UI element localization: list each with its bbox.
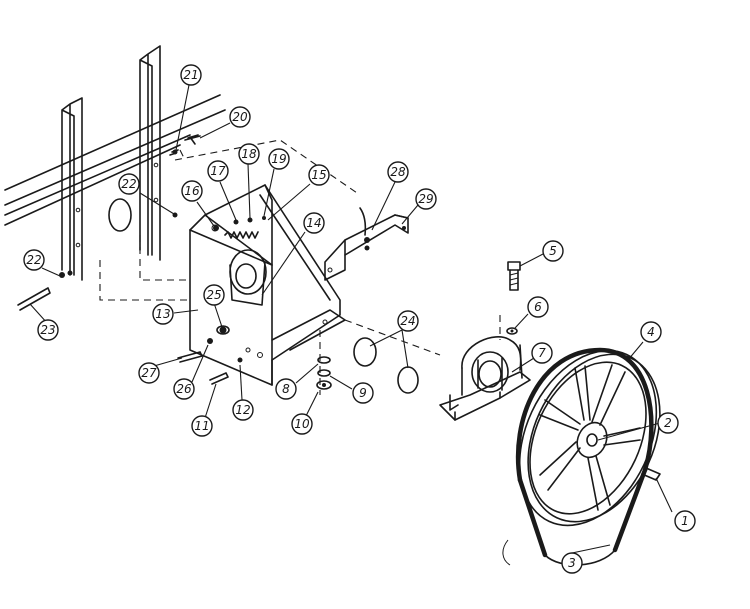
svg-text:16: 16 [184,184,200,198]
callout-25: 25 [203,284,225,306]
key [641,467,661,481]
svg-text:12: 12 [235,403,250,417]
callout-11: 11 [191,415,213,437]
svg-text:22: 22 [121,177,136,191]
callout-22-lower: 22 [23,249,45,271]
callout-13: 13 [152,303,174,325]
callout-3: 3 [561,552,583,574]
svg-text:26: 26 [176,382,192,396]
svg-text:7: 7 [538,346,546,360]
svg-text:17: 17 [210,164,226,178]
callout-26: 26 [173,378,195,400]
callout-29: 29 [415,188,437,210]
svg-text:25: 25 [206,288,221,302]
washers-nuts [316,356,332,390]
callout-20: 20 [229,106,251,128]
callout-15: 15 [308,164,330,186]
lower-bolts [177,325,243,385]
frame-hardware [59,134,201,278]
svg-text:18: 18 [241,147,257,161]
svg-text:19: 19 [271,152,286,166]
spring-hardware [213,216,266,239]
svg-text:9: 9 [359,386,367,400]
callout-8: 8 [275,378,297,400]
svg-text:1: 1 [681,514,689,528]
callout-21: 21 [180,64,202,86]
svg-text:22: 22 [26,253,41,267]
callout-24: 24 [397,310,419,332]
svg-text:8: 8 [282,382,290,396]
svg-text:28: 28 [390,165,406,179]
callout-18: 18 [238,143,260,165]
pin [17,287,51,311]
callout-4: 4 [640,321,662,343]
assembly-lines [99,139,501,395]
leader-lines [29,79,673,554]
callout-27: 27 [138,362,160,384]
callout-22-upper: 22 [118,173,140,195]
svg-text:3: 3 [568,556,576,570]
callout-2: 2 [657,412,679,434]
svg-text:4: 4 [647,325,655,339]
inner-bearing [229,249,267,306]
callout-6: 6 [527,296,549,318]
callout-5: 5 [542,240,564,262]
belt [502,347,654,566]
callout-1: 1 [674,510,696,532]
svg-text:2: 2 [664,416,672,430]
callout-10: 10 [291,413,313,435]
pillow-block [439,336,531,421]
callout-14: 14 [303,212,325,234]
frame-beam [4,94,226,226]
callout-19: 19 [268,148,290,170]
upper-bracket [324,207,409,281]
svg-text:27: 27 [141,366,157,380]
svg-text:5: 5 [549,244,557,258]
svg-text:10: 10 [294,417,310,431]
svg-text:20: 20 [232,110,248,124]
svg-text:21: 21 [183,68,198,82]
svg-text:29: 29 [418,192,433,206]
svg-text:15: 15 [311,168,326,182]
callout-12: 12 [232,399,254,421]
callout-16: 16 [181,180,203,202]
callout-28: 28 [387,161,409,183]
callout-7: 7 [531,342,553,364]
callout-17: 17 [207,160,229,182]
svg-text:6: 6 [534,300,542,314]
svg-text:14: 14 [306,216,321,230]
callout-23: 23 [37,319,59,341]
pulley [518,349,661,527]
frame-post-right [139,45,161,261]
svg-text:11: 11 [194,419,209,433]
bolt-washer [506,261,521,335]
svg-text:13: 13 [155,307,170,321]
svg-text:23: 23 [40,323,55,337]
callout-9: 9 [352,382,374,404]
svg-text:24: 24 [400,314,415,328]
